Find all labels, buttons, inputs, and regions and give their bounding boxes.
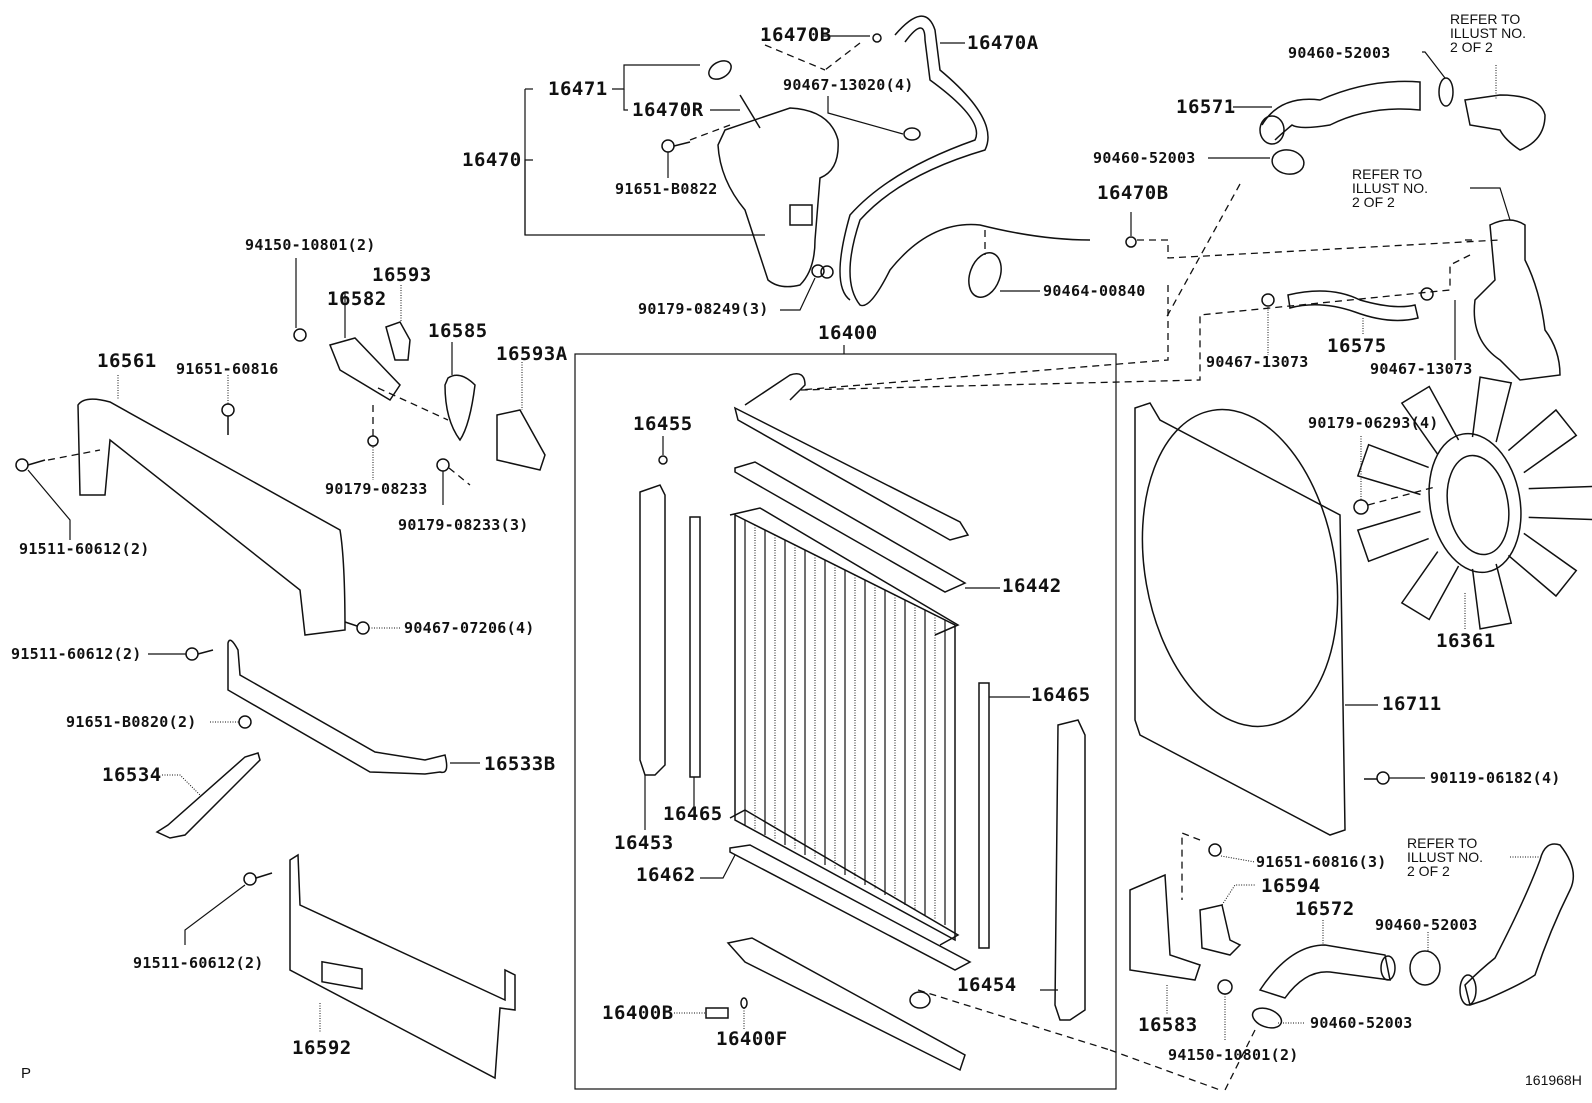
fan-blade xyxy=(1356,443,1429,496)
part-label-16711[interactable]: 16711 xyxy=(1382,693,1442,715)
reference-note-top: REFER TO ILLUST NO. 2 OF 2 xyxy=(1450,11,1526,55)
part-label-16465-left[interactable]: 16465 xyxy=(663,803,723,825)
part-label-90467-13020[interactable]: 90467-13020(4) xyxy=(783,76,914,94)
part-label-16462[interactable]: 16462 xyxy=(636,864,696,886)
radiator-assembly-box xyxy=(574,353,1117,1090)
part-label-90460-52003-top[interactable]: 90460-52003 xyxy=(1288,44,1391,62)
part-label-90179-08233-3[interactable]: 90179-08233(3) xyxy=(398,516,529,534)
part-label-16442[interactable]: 16442 xyxy=(1002,575,1062,597)
part-label-16534[interactable]: 16534 xyxy=(102,764,162,786)
part-label-16400[interactable]: 16400 xyxy=(818,322,878,344)
part-label-16593[interactable]: 16593 xyxy=(372,264,432,286)
part-label-91651-B0820[interactable]: 91651-B0820(2) xyxy=(66,713,197,731)
part-label-16400F[interactable]: 16400F xyxy=(716,1028,788,1050)
part-label-91651-60816-3[interactable]: 91651-60816(3) xyxy=(1256,853,1387,871)
part-label-16470[interactable]: 16470 xyxy=(462,149,522,171)
part-label-91651-B0822[interactable]: 91651-B0822 xyxy=(615,180,718,198)
fan-blade xyxy=(1400,385,1460,455)
reference-note-mid: REFER TO ILLUST NO. 2 OF 2 xyxy=(1352,166,1428,210)
fan-blade xyxy=(1507,408,1578,474)
fan-blade xyxy=(1400,551,1460,621)
fan-blade xyxy=(1507,532,1578,598)
part-label-90460-52003-mid[interactable]: 90460-52003 xyxy=(1093,149,1196,167)
fan-blade xyxy=(1471,563,1513,630)
part-label-90464-00840[interactable]: 90464-00840 xyxy=(1043,282,1146,300)
part-label-16470R[interactable]: 16470R xyxy=(632,99,704,121)
part-label-90179-08249[interactable]: 90179-08249(3) xyxy=(638,300,769,318)
radiator-upper-tank xyxy=(733,373,970,541)
part-label-94150-10801-top[interactable]: 94150-10801(2) xyxy=(245,236,376,254)
reserve-tank-part xyxy=(717,94,839,288)
part-label-91511-60612-top[interactable]: 91511-60612(2) xyxy=(19,540,150,558)
part-label-16571[interactable]: 16571 xyxy=(1176,96,1236,118)
part-label-16561[interactable]: 16561 xyxy=(97,350,157,372)
part-label-91511-60612-mid[interactable]: 91511-60612(2) xyxy=(11,645,142,663)
corner-mark: P xyxy=(21,1065,32,1082)
part-label-90467-13073-right[interactable]: 90467-13073 xyxy=(1370,360,1473,378)
part-label-94150-10801-bottom[interactable]: 94150-10801(2) xyxy=(1168,1046,1299,1064)
part-label-16583[interactable]: 16583 xyxy=(1138,1014,1198,1036)
part-label-16361[interactable]: 16361 xyxy=(1436,630,1496,652)
illustration-code: 161968H xyxy=(1525,1072,1582,1088)
part-label-90179-08233[interactable]: 90179-08233 xyxy=(325,480,428,498)
part-label-16471[interactable]: 16471 xyxy=(548,78,608,100)
fan-blade-part xyxy=(1428,432,1522,574)
part-label-90179-06293[interactable]: 90179-06293(4) xyxy=(1308,414,1439,432)
part-label-16585[interactable]: 16585 xyxy=(428,320,488,342)
part-label-16465-right[interactable]: 16465 xyxy=(1031,684,1091,706)
part-label-16455[interactable]: 16455 xyxy=(633,413,693,435)
fan-blade xyxy=(1356,510,1429,563)
part-label-16454[interactable]: 16454 xyxy=(957,974,1017,996)
fan-blade xyxy=(1528,485,1592,521)
part-label-16593A[interactable]: 16593A xyxy=(496,343,568,365)
part-label-16594[interactable]: 16594 xyxy=(1261,875,1321,897)
part-label-16470B-top[interactable]: 16470B xyxy=(760,24,832,46)
part-label-16470A[interactable]: 16470A xyxy=(967,32,1039,54)
part-label-16582[interactable]: 16582 xyxy=(327,288,387,310)
part-label-16533B[interactable]: 16533B xyxy=(484,753,556,775)
part-label-16400B[interactable]: 16400B xyxy=(602,1002,674,1024)
part-label-16572[interactable]: 16572 xyxy=(1295,898,1355,920)
fan-shroud-part xyxy=(1134,402,1346,836)
part-label-90460-52003-bottom[interactable]: 90460-52003 xyxy=(1310,1014,1413,1032)
part-label-16575[interactable]: 16575 xyxy=(1327,335,1387,357)
part-label-90460-52003-right[interactable]: 90460-52003 xyxy=(1375,916,1478,934)
part-label-16592[interactable]: 16592 xyxy=(292,1037,352,1059)
reference-note-bottom: REFER TO ILLUST NO. 2 OF 2 xyxy=(1407,835,1483,879)
part-label-90467-07206[interactable]: 90467-07206(4) xyxy=(404,619,535,637)
part-label-90467-13073-left[interactable]: 90467-13073 xyxy=(1206,353,1309,371)
fan-blade xyxy=(1471,376,1513,443)
radiator-core xyxy=(729,507,960,946)
part-label-91511-60612-bottom[interactable]: 91511-60612(2) xyxy=(133,954,264,972)
part-label-91651-60816[interactable]: 91651-60816 xyxy=(176,360,279,378)
part-label-16453[interactable]: 16453 xyxy=(614,832,674,854)
part-label-16470B-right[interactable]: 16470B xyxy=(1097,182,1169,204)
part-label-90119-06182[interactable]: 90119-06182(4) xyxy=(1430,769,1561,787)
